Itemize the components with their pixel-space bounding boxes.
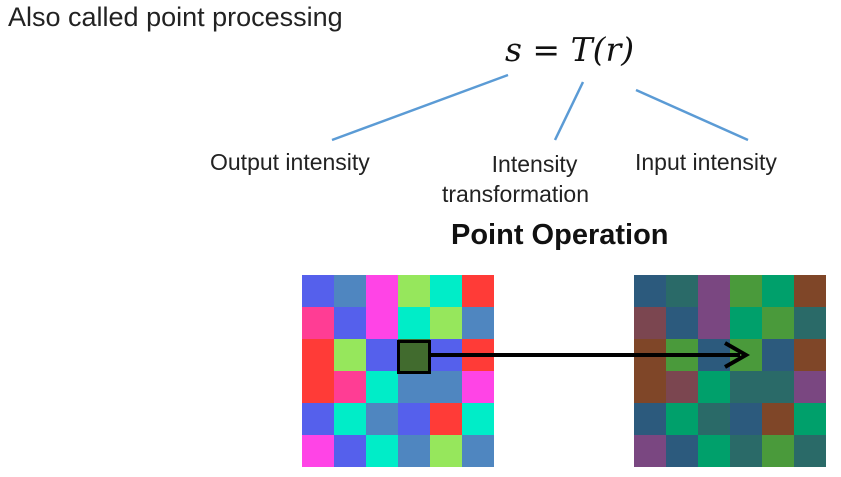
input-pixel <box>302 307 334 339</box>
input-intensity-label: Input intensity <box>635 149 777 175</box>
output-pixel <box>698 435 730 467</box>
input-pixel <box>398 371 430 403</box>
input-pixel <box>462 371 494 403</box>
input-pixel <box>366 275 398 307</box>
input-pixel <box>430 435 462 467</box>
input-pixel <box>462 403 494 435</box>
point-operation-title: Point Operation <box>451 219 669 251</box>
output-pixel <box>730 275 762 307</box>
input-pixel <box>462 275 494 307</box>
output-pixel <box>730 371 762 403</box>
output-pixel <box>698 307 730 339</box>
output-pixel <box>666 275 698 307</box>
input-pixel <box>302 403 334 435</box>
output-pixel <box>666 435 698 467</box>
output-pixel <box>634 371 666 403</box>
input-pixel <box>302 435 334 467</box>
input-pixel <box>334 275 366 307</box>
input-pixel <box>366 339 398 371</box>
output-pixel <box>794 403 826 435</box>
input-pixel <box>302 275 334 307</box>
output-pixel <box>794 371 826 403</box>
output-pixel <box>762 371 794 403</box>
input-pixel <box>430 307 462 339</box>
output-pixel <box>730 435 762 467</box>
intro-text: Also called point processing <box>8 2 343 32</box>
arrow-head <box>724 341 751 369</box>
input-pixel <box>334 339 366 371</box>
input-pixel <box>334 403 366 435</box>
connector-input <box>635 88 749 142</box>
connector-output <box>331 73 509 142</box>
input-pixel <box>366 435 398 467</box>
selected-pixel-highlight <box>397 340 431 374</box>
input-pixel <box>366 371 398 403</box>
output-pixel <box>794 339 826 371</box>
output-pixel <box>634 275 666 307</box>
input-pixel <box>430 403 462 435</box>
output-pixel <box>634 435 666 467</box>
output-pixel <box>666 307 698 339</box>
output-pixel <box>762 339 794 371</box>
input-pixel <box>430 275 462 307</box>
input-pixel <box>398 435 430 467</box>
output-pixel <box>666 403 698 435</box>
output-pixel <box>730 403 762 435</box>
connector-transformation <box>553 81 585 141</box>
output-intensity-label: Output intensity <box>210 149 370 175</box>
input-pixel <box>366 403 398 435</box>
input-pixel <box>398 307 430 339</box>
output-pixel <box>698 403 730 435</box>
transformation-line-2: transformation <box>442 181 590 207</box>
output-pixel <box>698 275 730 307</box>
input-pixel <box>334 307 366 339</box>
intensity-transformation-label: Intensity transformation <box>442 149 589 209</box>
output-pixel <box>762 275 794 307</box>
output-pixel <box>794 435 826 467</box>
input-pixel <box>398 275 430 307</box>
input-pixel <box>462 307 494 339</box>
input-pixel <box>366 307 398 339</box>
output-pixel <box>730 307 762 339</box>
output-pixel <box>666 371 698 403</box>
input-pixel <box>462 435 494 467</box>
output-pixel <box>762 403 794 435</box>
input-pixel <box>334 371 366 403</box>
output-pixel <box>794 307 826 339</box>
output-pixel <box>762 307 794 339</box>
output-pixel <box>698 371 730 403</box>
transformation-line-1: Intensity <box>491 151 578 177</box>
output-pixel <box>634 307 666 339</box>
input-pixel <box>302 371 334 403</box>
output-pixel <box>762 435 794 467</box>
input-pixel <box>398 403 430 435</box>
input-pixel <box>302 339 334 371</box>
output-pixel <box>794 275 826 307</box>
input-pixel <box>430 371 462 403</box>
formula: s = T(r) <box>505 30 635 69</box>
output-pixel <box>634 403 666 435</box>
input-pixel <box>334 435 366 467</box>
